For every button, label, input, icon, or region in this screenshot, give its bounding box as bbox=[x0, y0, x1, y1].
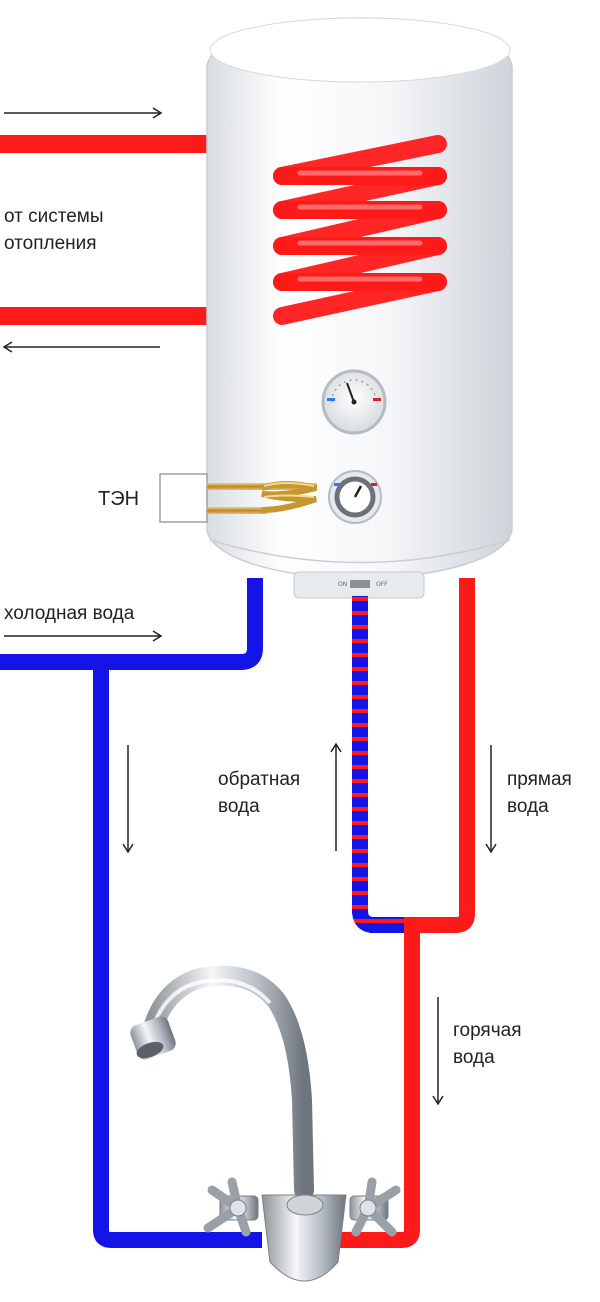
hot-label-line1: горячая bbox=[453, 1020, 522, 1041]
heating-element bbox=[159, 473, 318, 523]
arrow-cold-inlet bbox=[4, 630, 163, 642]
direct-label-line1: прямая bbox=[507, 769, 572, 790]
thermometer-gauge bbox=[321, 369, 387, 435]
arrow-heating-return bbox=[2, 341, 160, 353]
arrow-direct-down bbox=[485, 745, 497, 854]
heating-label-line1: от системы bbox=[4, 206, 104, 227]
hot-water-pipe bbox=[340, 578, 475, 1248]
arrow-cold-down bbox=[122, 745, 134, 854]
heater-element-label: ТЭН bbox=[98, 488, 140, 510]
return-water-pipe bbox=[352, 596, 404, 933]
arrow-hot-down bbox=[432, 997, 444, 1106]
heating-label-line2: отопления bbox=[4, 233, 97, 254]
switch-off-label: OFF bbox=[376, 581, 388, 588]
direct-water-label: прямая вода bbox=[507, 766, 572, 820]
heating-coil-spiral bbox=[273, 135, 447, 325]
return-label-line1: обратная bbox=[218, 769, 301, 790]
direct-label-line2: вода bbox=[507, 796, 549, 817]
flow-arrows bbox=[2, 107, 497, 1106]
switch-on-label: ON bbox=[338, 581, 347, 588]
return-label-line2: вода bbox=[218, 796, 260, 817]
faucet bbox=[130, 965, 401, 1282]
return-water-label: обратная вода bbox=[218, 766, 300, 820]
thermostat-knob bbox=[328, 470, 382, 524]
cold-water-label: холодная вода bbox=[4, 603, 135, 624]
heating-system-label: от системы отопления bbox=[4, 203, 104, 257]
cold-water-pipe bbox=[0, 578, 263, 1248]
faucet-handle-left bbox=[203, 1177, 259, 1237]
hot-label-line2: вода bbox=[453, 1047, 495, 1068]
faucet-handle-right bbox=[349, 1177, 401, 1237]
hot-water-label: горячая вода bbox=[453, 1017, 521, 1071]
arrow-return-up bbox=[330, 742, 342, 851]
arrow-heating-supply bbox=[4, 107, 163, 119]
